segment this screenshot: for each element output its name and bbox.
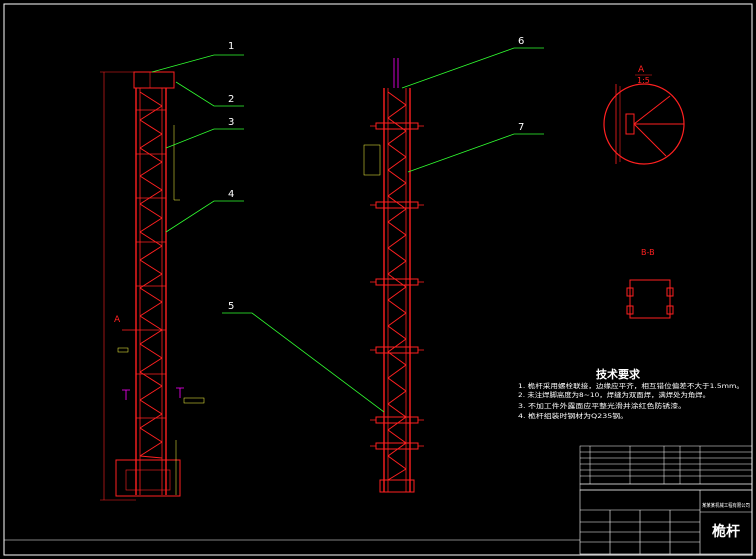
lattice-diagonal <box>387 390 407 405</box>
left-elevation-view: A <box>100 71 205 501</box>
callout-7: 7 <box>518 122 524 133</box>
callout-2: 2 <box>228 94 234 105</box>
tech-item-2: 2. 未注焊脚高度为8~10，焊缝为双面焊，满焊处为角焊。 <box>518 390 710 399</box>
section-cut-icon <box>629 279 671 319</box>
lattice-diagonal <box>139 175 163 191</box>
parts-list <box>579 445 753 491</box>
lattice-diagonal <box>139 455 163 459</box>
detail-a-label: A <box>638 65 645 75</box>
flange-plate <box>375 346 419 354</box>
lattice-diagonal <box>387 338 407 353</box>
lattice-diagonal <box>139 301 163 317</box>
lattice-diagonal <box>387 169 407 184</box>
lattice-diagonal <box>387 325 407 340</box>
lattice-diagonal <box>387 260 407 275</box>
callout-6: 6 <box>518 36 524 47</box>
lattice-diagonal <box>387 234 407 249</box>
tech-title: 技术要求 <box>596 367 641 381</box>
lattice-diagonal <box>139 287 163 303</box>
tech-item-4: 4. 桅杆组装时钢材为Q235钢。 <box>518 411 628 420</box>
tech-requirements: 技术要求 1. 桅杆采用螺栓联接，边缘应平齐，相互错位偏差不大于1.5mm。 2… <box>518 367 744 420</box>
lattice-diagonal <box>387 429 407 444</box>
lattice-bracing-left <box>136 91 166 459</box>
lattice-diagonal <box>387 143 407 158</box>
tech-item-1: 1. 桅杆采用螺栓联接，边缘应平齐，相互错位偏差不大于1.5mm。 <box>518 381 744 390</box>
lattice-diagonal <box>387 104 407 119</box>
lattice-diagonal <box>139 385 163 401</box>
lattice-diagonal <box>387 351 407 366</box>
detail-a-scale: 1:5 <box>637 76 650 85</box>
lattice-diagonal <box>139 161 163 177</box>
lattice-diagonal <box>387 208 407 223</box>
lattice-diagonal <box>139 343 163 359</box>
lattice-diagonal <box>139 189 163 205</box>
callout-5: 5 <box>228 301 234 312</box>
lattice-diagonal <box>139 245 163 261</box>
title-part-name: 桅杆 <box>712 523 740 540</box>
lattice-diagonal <box>139 399 163 415</box>
lattice-diagonal <box>139 119 163 135</box>
lattice-diagonal <box>387 182 407 197</box>
section-bb-label: B-B <box>641 248 655 257</box>
lattice-diagonal <box>139 203 163 219</box>
lattice-diagonal <box>139 357 163 373</box>
callout-4: 4 <box>228 189 234 200</box>
flange-plate <box>375 416 419 424</box>
tech-item-3: 3. 不加工件外露面应平整光滑并涂红色防锈漆。 <box>518 401 686 410</box>
callout-3: 3 <box>228 117 234 128</box>
lattice-diagonal <box>387 364 407 379</box>
section-b-b: B-B <box>626 248 674 319</box>
view-a-marker: A <box>114 315 121 325</box>
lattice-diagonal <box>139 427 163 443</box>
lattice-diagonal <box>139 413 163 429</box>
flange-plate <box>375 442 419 450</box>
lattice-diagonal <box>139 147 163 163</box>
lattice-diagonal <box>139 231 163 247</box>
lattice-diagonal <box>139 329 163 345</box>
lattice-diagonal <box>387 286 407 301</box>
callout-1: 1 <box>228 41 234 52</box>
lattice-diagonal <box>387 377 407 392</box>
lattice-diagonal <box>139 441 163 457</box>
drawing-frame <box>3 3 753 556</box>
lattice-diagonal <box>387 130 407 145</box>
lattice-diagonal <box>387 468 407 481</box>
lattice-diagonal <box>139 91 163 107</box>
lattice-diagonal <box>387 156 407 171</box>
lattice-diagonal <box>139 105 163 121</box>
lattice-diagonal <box>139 217 163 233</box>
lattice-diagonal <box>387 312 407 327</box>
lattice-bracing-right <box>387 91 407 481</box>
bolted-flanges <box>370 122 424 450</box>
lattice-diagonal <box>387 221 407 236</box>
lattice-diagonal <box>387 247 407 262</box>
lattice-diagonal <box>139 315 163 331</box>
lattice-diagonal <box>387 403 407 418</box>
title-org: 某某某机械工程有限公司 <box>702 502 750 509</box>
lattice-diagonal <box>139 133 163 149</box>
title-block <box>579 489 753 555</box>
lattice-diagonal <box>139 259 163 275</box>
detail-a: A 1:5 <box>603 65 685 165</box>
lattice-diagonal <box>387 299 407 314</box>
leader-lines <box>151 47 544 413</box>
right-elevation-view <box>363 58 424 493</box>
lattice-diagonal <box>387 455 407 470</box>
lattice-diagonal <box>387 91 407 106</box>
